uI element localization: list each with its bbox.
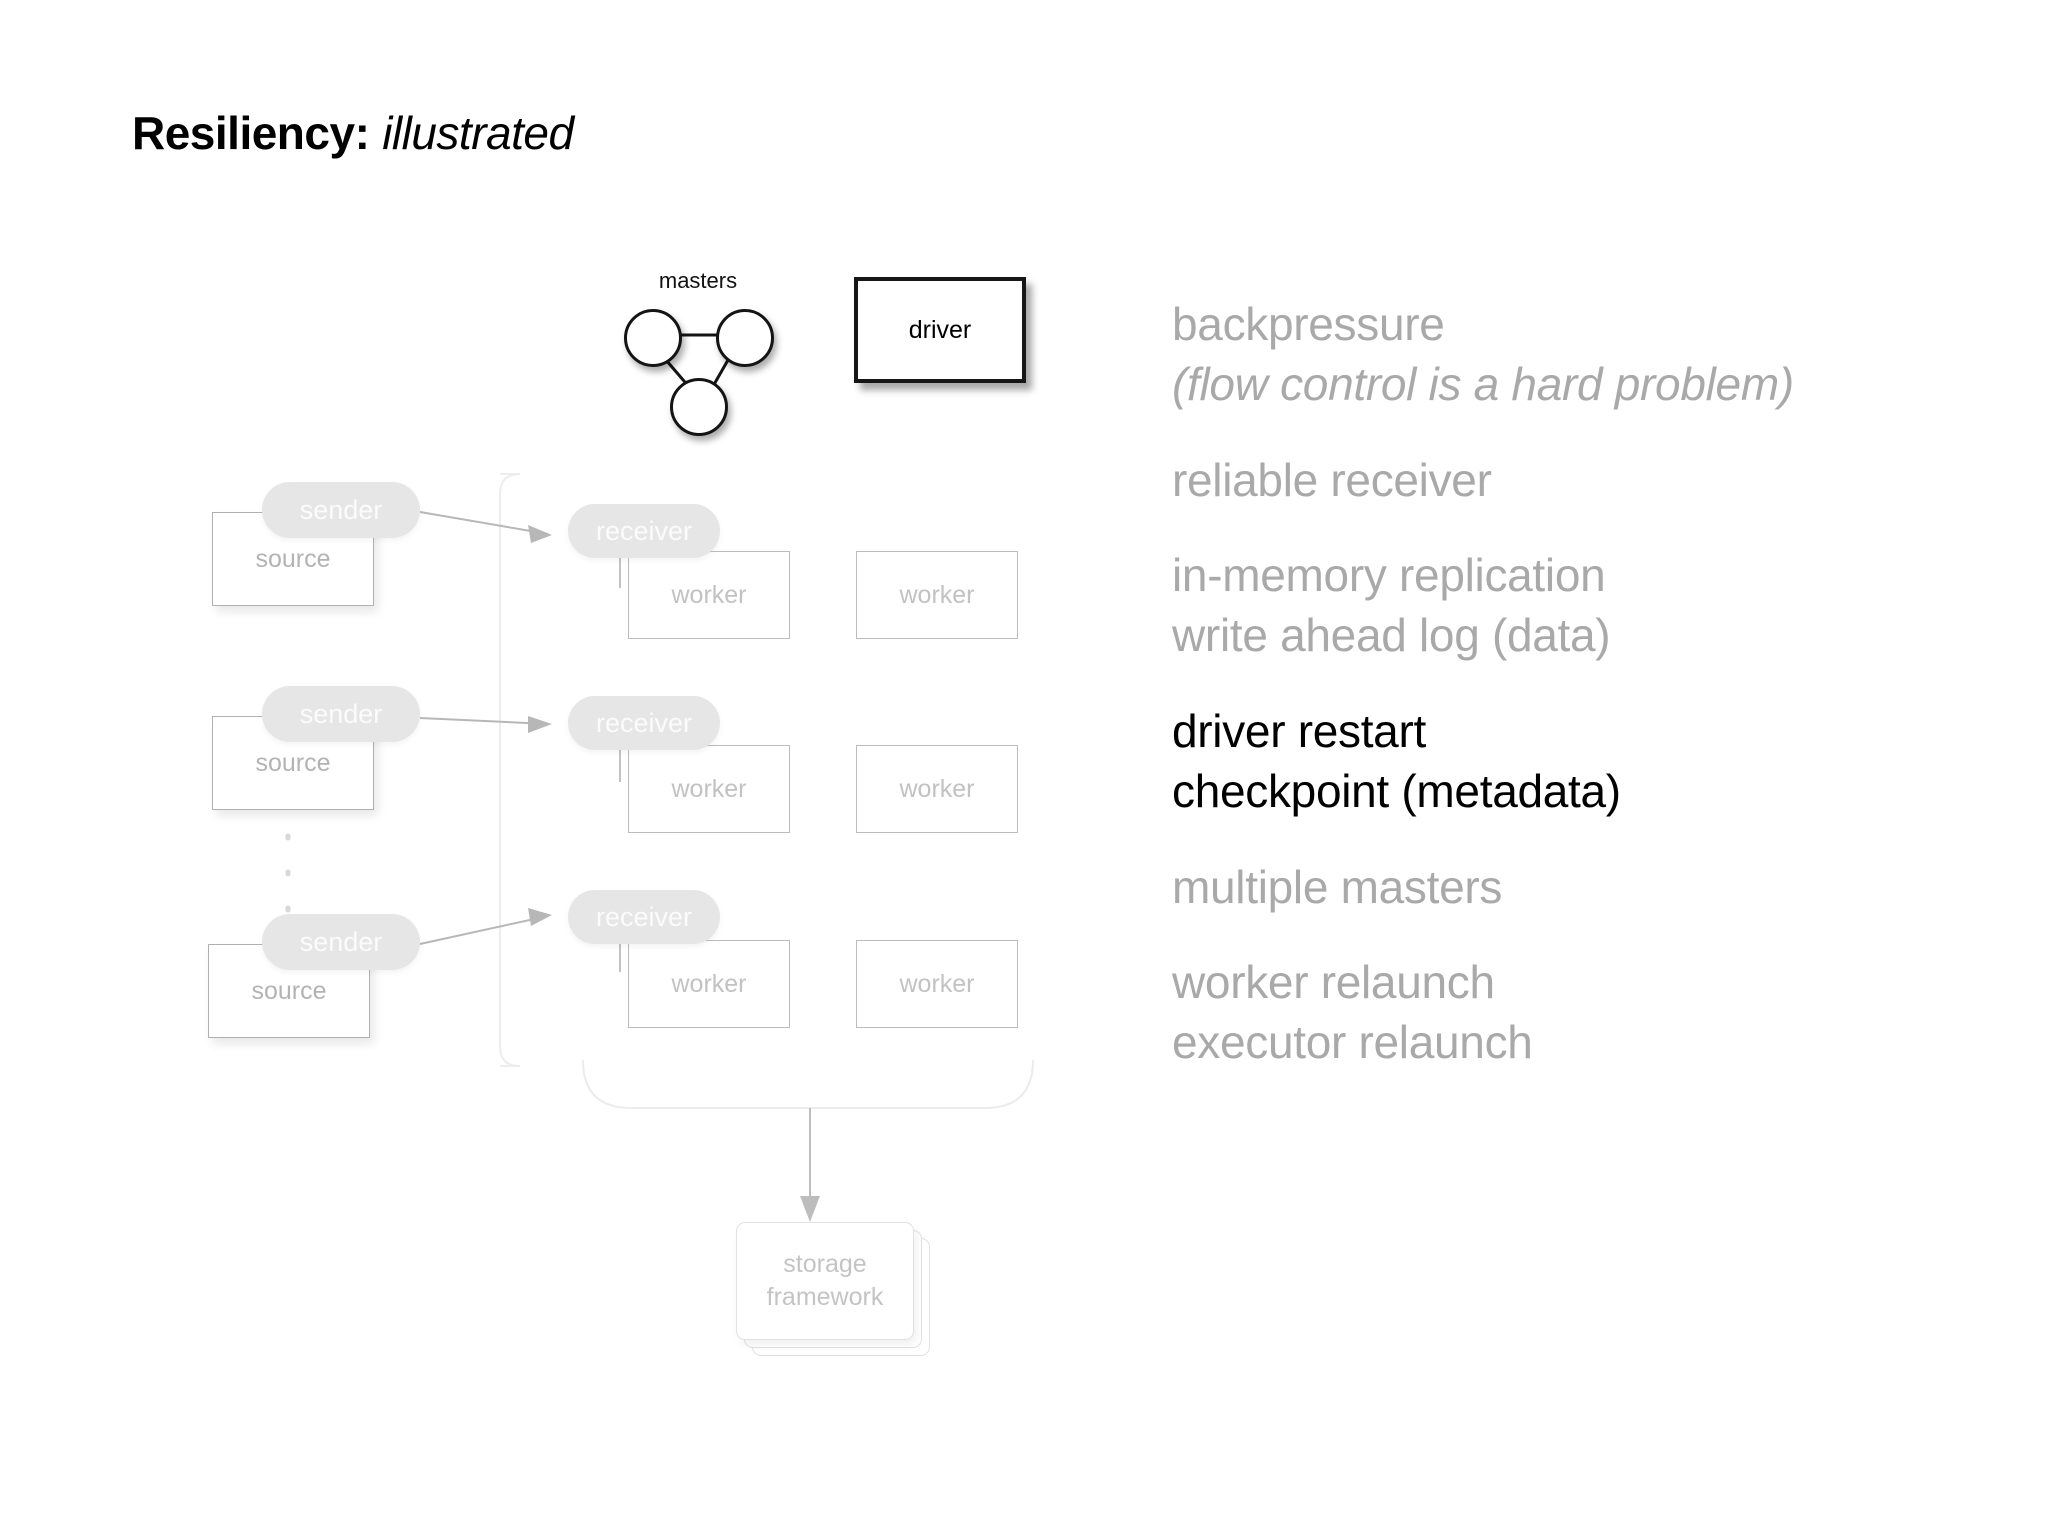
- source-label: source: [251, 976, 327, 1005]
- bullet-line: in-memory replication: [1172, 549, 1606, 602]
- source-label: source: [255, 544, 331, 573]
- storage-card-front: storage framework: [736, 1222, 914, 1340]
- receiver-pill-2[interactable]: receiver: [568, 696, 720, 750]
- worker-label: worker: [899, 580, 975, 609]
- worker-box-r1c2[interactable]: worker: [856, 551, 1018, 639]
- worker-box-r3c2[interactable]: worker: [856, 940, 1018, 1028]
- sender-pill-3[interactable]: sender: [262, 914, 420, 970]
- storage-label-line1: storage: [783, 1250, 867, 1278]
- masters-label: masters: [658, 268, 738, 293]
- driver-box[interactable]: driver: [854, 277, 1026, 383]
- receiver-pill-1[interactable]: receiver: [568, 504, 720, 558]
- master-node-2[interactable]: [716, 309, 774, 367]
- storage-label-line2: framework: [766, 1283, 884, 1311]
- sender-pill-1[interactable]: sender: [262, 482, 420, 538]
- title-italic: illustrated: [382, 107, 574, 159]
- bullet-line: executor relaunch: [1172, 1016, 1533, 1069]
- bullet-line: driver restart: [1172, 704, 1426, 757]
- sender-label: sender: [299, 926, 383, 957]
- source-label: source: [255, 748, 331, 777]
- sender-label: sender: [299, 698, 383, 729]
- bullet-line: reliable receiver: [1172, 453, 1492, 506]
- bullet-group-replication: in-memory replication write ahead log (d…: [1172, 546, 2002, 666]
- bullet-group-relaunch: worker relaunch executor relaunch: [1172, 953, 2002, 1073]
- driver-label: driver: [908, 315, 972, 344]
- worker-label: worker: [899, 969, 975, 998]
- bullet-line: multiple masters: [1172, 860, 1503, 913]
- worker-box-r2c1[interactable]: worker: [628, 745, 790, 833]
- page-title: Resiliency: illustrated: [132, 110, 574, 156]
- worker-label: worker: [899, 774, 975, 803]
- bullet-group-multiple-masters: multiple masters: [1172, 858, 2002, 918]
- bullet-group-reliable-receiver: reliable receiver: [1172, 451, 2002, 511]
- resiliency-feature-list: backpressure (flow control is a hard pro…: [1172, 295, 2002, 1109]
- worker-label: worker: [671, 580, 747, 609]
- bullet-line: checkpoint (metadata): [1172, 764, 1621, 817]
- worker-box-r2c2[interactable]: worker: [856, 745, 1018, 833]
- bullet-line: worker relaunch: [1172, 956, 1495, 1009]
- bullet-line: backpressure: [1172, 298, 1445, 350]
- master-node-1[interactable]: [624, 309, 682, 367]
- worker-box-r3c1[interactable]: worker: [628, 940, 790, 1028]
- storage-framework-stack[interactable]: storage framework: [736, 1222, 936, 1374]
- bullet-group-backpressure: backpressure (flow control is a hard pro…: [1172, 295, 2002, 415]
- worker-box-r1c1[interactable]: worker: [628, 551, 790, 639]
- sender-label: sender: [299, 494, 383, 525]
- receiver-label: receiver: [595, 901, 693, 932]
- receiver-label: receiver: [595, 707, 693, 738]
- worker-label: worker: [671, 969, 747, 998]
- sender-pill-2[interactable]: sender: [262, 686, 420, 742]
- bullet-group-driver-restart: driver restart checkpoint (metadata): [1172, 702, 2002, 822]
- receiver-label: receiver: [595, 515, 693, 546]
- bullet-line: (flow control is a hard problem): [1172, 357, 1794, 410]
- bullet-line: write ahead log (data): [1172, 609, 1611, 662]
- master-node-3[interactable]: [670, 378, 728, 436]
- title-bold: Resiliency:: [132, 107, 370, 159]
- worker-label: worker: [671, 774, 747, 803]
- receiver-pill-3[interactable]: receiver: [568, 890, 720, 944]
